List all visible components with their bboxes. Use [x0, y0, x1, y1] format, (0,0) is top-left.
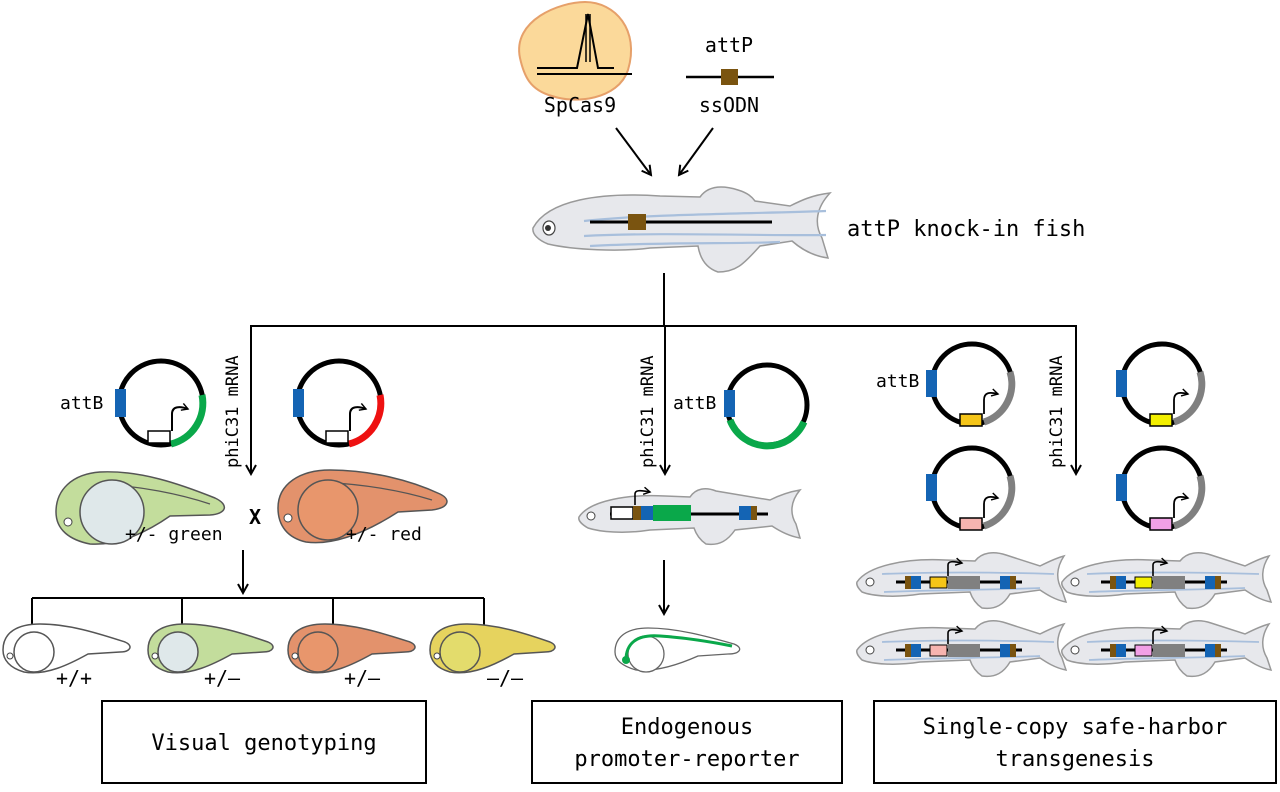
genotype-3: +/–	[344, 666, 381, 690]
ssodn-label: ssODN	[699, 93, 759, 117]
red-parent-label: +/- red	[346, 524, 422, 545]
cas9-protein	[518, 0, 633, 101]
reporter-line2: promoter-reporter	[574, 747, 799, 772]
visual-genotyping-box	[101, 700, 427, 784]
right-mrna-label: phiC31 mRNA	[1047, 355, 1067, 468]
green-parent-label: +/- green	[125, 524, 223, 545]
middle-mrna-label: phiC31 mRNA	[638, 355, 658, 468]
cross-symbol: X	[249, 505, 261, 529]
genotype-2: +/–	[204, 666, 241, 690]
left-attb-label: attB	[60, 393, 103, 414]
arrow-cas9-to-fish	[615, 127, 651, 175]
genotype-1: +/+	[56, 666, 92, 690]
genotype-4: –/–	[487, 666, 524, 690]
safe-harbor-box	[873, 700, 1277, 784]
cas9-label: SpCas9	[544, 93, 616, 117]
ssodn-strand	[686, 69, 774, 85]
larva-green-parent	[55, 471, 225, 545]
plasmid-yellow-2	[1116, 341, 1206, 427]
attp-label: attP	[705, 33, 753, 57]
visual-genotyping-title: Visual genotyping	[151, 731, 376, 756]
safe-harbor-line1: Single-copy safe-harbor	[923, 715, 1228, 740]
offspring-green	[147, 623, 274, 674]
plasmid-middle	[724, 362, 810, 450]
plasmid-green	[115, 358, 207, 448]
fish-reporter	[578, 486, 802, 546]
plasmid-red	[293, 358, 385, 448]
offspring-bracket	[31, 550, 485, 626]
safe-harbor-line2: transgenesis	[996, 747, 1155, 772]
arrow-ssodn-to-fish	[679, 127, 714, 175]
offspring-red	[287, 623, 416, 674]
fish-transgene-yellow-1	[856, 552, 1068, 610]
left-mrna-label: phiC31 mRNA	[223, 355, 243, 468]
plasmid-pink-2	[1116, 445, 1206, 531]
reporter-box	[531, 700, 843, 784]
right-attb-label: attB	[876, 371, 919, 392]
plasmid-yellow-1	[926, 341, 1016, 427]
fish-label: attP knock-in fish	[847, 217, 1085, 242]
larva-reporter	[614, 627, 741, 673]
branch-lines	[250, 273, 1077, 474]
fish-transgene-yellow-2	[1061, 552, 1273, 610]
larva-red-parent	[277, 469, 448, 544]
reporter-line1: Endogenous	[621, 715, 753, 740]
fish-transgene-pink-1	[856, 620, 1068, 678]
plasmid-pink-1	[926, 445, 1016, 531]
fish-transgene-pink-2	[1061, 620, 1273, 678]
middle-attb-label: attB	[673, 393, 716, 414]
offspring-double	[429, 623, 556, 674]
attp-knock-in-fish	[532, 186, 832, 273]
offspring-wildtype	[2, 623, 131, 674]
